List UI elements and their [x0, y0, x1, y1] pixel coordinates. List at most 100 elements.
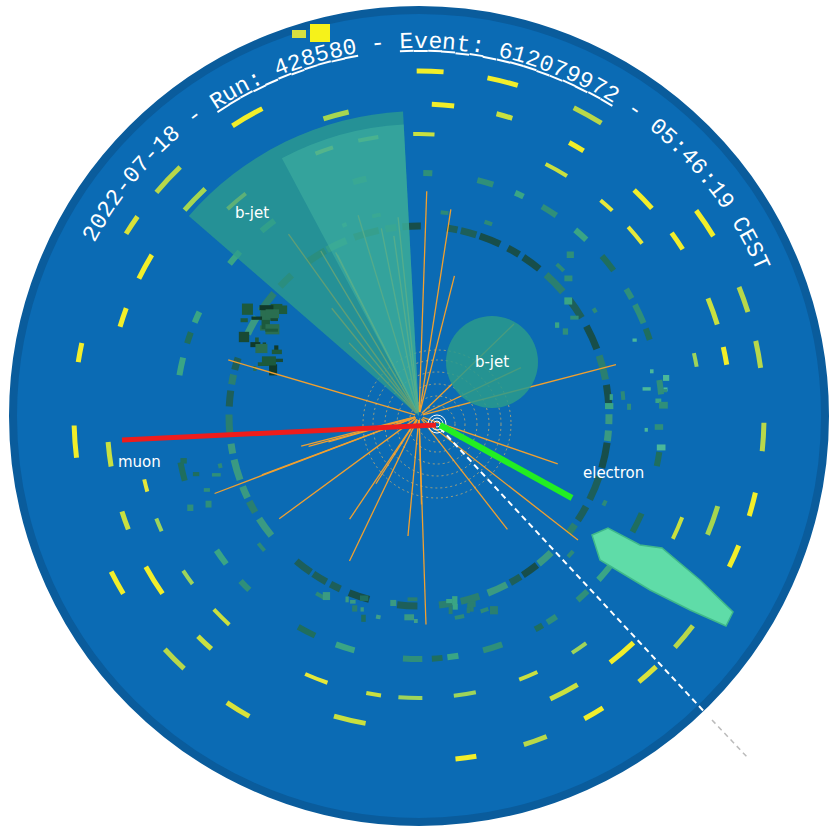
ring-segment: [521, 254, 541, 271]
track: [350, 419, 417, 519]
energy-cell: [564, 275, 572, 281]
ring-segment: [297, 624, 317, 638]
header-char: E: [734, 226, 761, 249]
ring-segment: [670, 231, 685, 250]
header-char: :: [694, 166, 721, 191]
ring-segment: [376, 614, 381, 619]
ring-segment: [124, 215, 140, 235]
energy-cluster: [555, 251, 579, 334]
ring-segment: [747, 492, 758, 517]
ring-segment: [178, 462, 188, 482]
ring-segment: [643, 328, 653, 341]
ring-segment: [212, 608, 230, 626]
ring-segment: [238, 579, 251, 592]
ring-segment: [727, 545, 741, 568]
ring-segment: [348, 589, 370, 602]
header-char: 9: [574, 68, 597, 95]
ring-segment: [609, 641, 636, 665]
ring-segment: [536, 550, 553, 566]
header-char: t: [455, 33, 471, 57]
ring-segment: [479, 233, 502, 248]
track: [419, 420, 426, 625]
header-char: n: [231, 73, 254, 100]
energy-cell: [187, 505, 193, 511]
ring-segment: [256, 517, 274, 538]
energy-cell: [645, 428, 648, 432]
energy-cell: [323, 592, 330, 600]
ring-segment: [454, 690, 477, 698]
ring-segment: [192, 311, 202, 324]
ring-segment: [228, 374, 237, 385]
energy-cell: [241, 318, 248, 322]
energy-cell: [180, 458, 186, 463]
ring-segment: [546, 614, 559, 625]
header-char: [258, 61, 280, 88]
header-char: C: [727, 213, 754, 237]
header-char: :: [665, 134, 691, 160]
ring-segment: [656, 380, 664, 395]
header-char: 0: [536, 52, 557, 78]
header-char: -: [370, 33, 386, 57]
header-char: S: [740, 239, 767, 262]
jet-cone-core: [282, 124, 419, 416]
energy-cell: [467, 608, 470, 614]
ring-segment: [573, 228, 588, 242]
ring-segment: [482, 641, 503, 653]
header-char: 0: [120, 163, 146, 188]
header-char: :: [469, 35, 486, 60]
header-char: 1: [509, 43, 528, 69]
ring-segment: [487, 75, 519, 87]
energy-cell: [352, 605, 357, 611]
header-char: 5: [312, 42, 331, 68]
ring-segment: [555, 263, 565, 273]
ring-segment: [583, 324, 600, 350]
missing-energy-line: [440, 428, 712, 720]
energy-cell: [206, 501, 212, 508]
energy-cell: [265, 329, 278, 332]
ring-segment: [549, 683, 579, 702]
energy-cell: [265, 324, 279, 334]
header-char: 7: [549, 57, 570, 84]
ring-segment: [621, 391, 626, 400]
ring-segment: [163, 648, 186, 671]
ring-segment: [632, 303, 646, 324]
ring-segment: [523, 734, 548, 747]
header-char: -: [111, 174, 138, 199]
header-char: E: [399, 31, 414, 54]
header-char: -: [182, 104, 207, 131]
ring-segment: [480, 607, 489, 613]
ring-segment: [214, 549, 229, 566]
ring-segment: [694, 209, 715, 237]
energy-cell: [360, 595, 368, 601]
ring-segment: [545, 162, 568, 177]
ring-segment: [600, 254, 616, 272]
ring-segment: [118, 307, 129, 327]
ring-segment: [706, 297, 720, 325]
header-char: 8: [327, 39, 346, 64]
energy-deposit: [592, 528, 733, 626]
energy-cell: [490, 606, 498, 614]
ring-segment: [228, 443, 237, 454]
ring-segment: [144, 565, 165, 595]
ring-segment: [329, 581, 342, 592]
ring-segment: [294, 558, 313, 575]
jet-cone-shape: [189, 111, 419, 416]
ring-segment: [432, 655, 443, 662]
ring-segment: [760, 423, 767, 452]
ring-segment: [154, 165, 181, 194]
energy-cell: [627, 404, 631, 410]
ring-segment: [605, 414, 612, 424]
energy-cell: [570, 316, 578, 320]
header-char: 8: [160, 122, 186, 148]
energy-cluster: [180, 458, 220, 511]
muon-track: [122, 425, 436, 440]
energy-deposit: [292, 30, 306, 38]
ring-segment: [440, 210, 448, 215]
ring-segment: [630, 512, 645, 533]
header-char: 6: [496, 40, 515, 66]
ring-segment: [455, 754, 477, 762]
track: [420, 276, 454, 412]
ring-segment: [567, 550, 575, 558]
header-char: :: [244, 67, 266, 94]
header-char: 2: [523, 47, 543, 73]
